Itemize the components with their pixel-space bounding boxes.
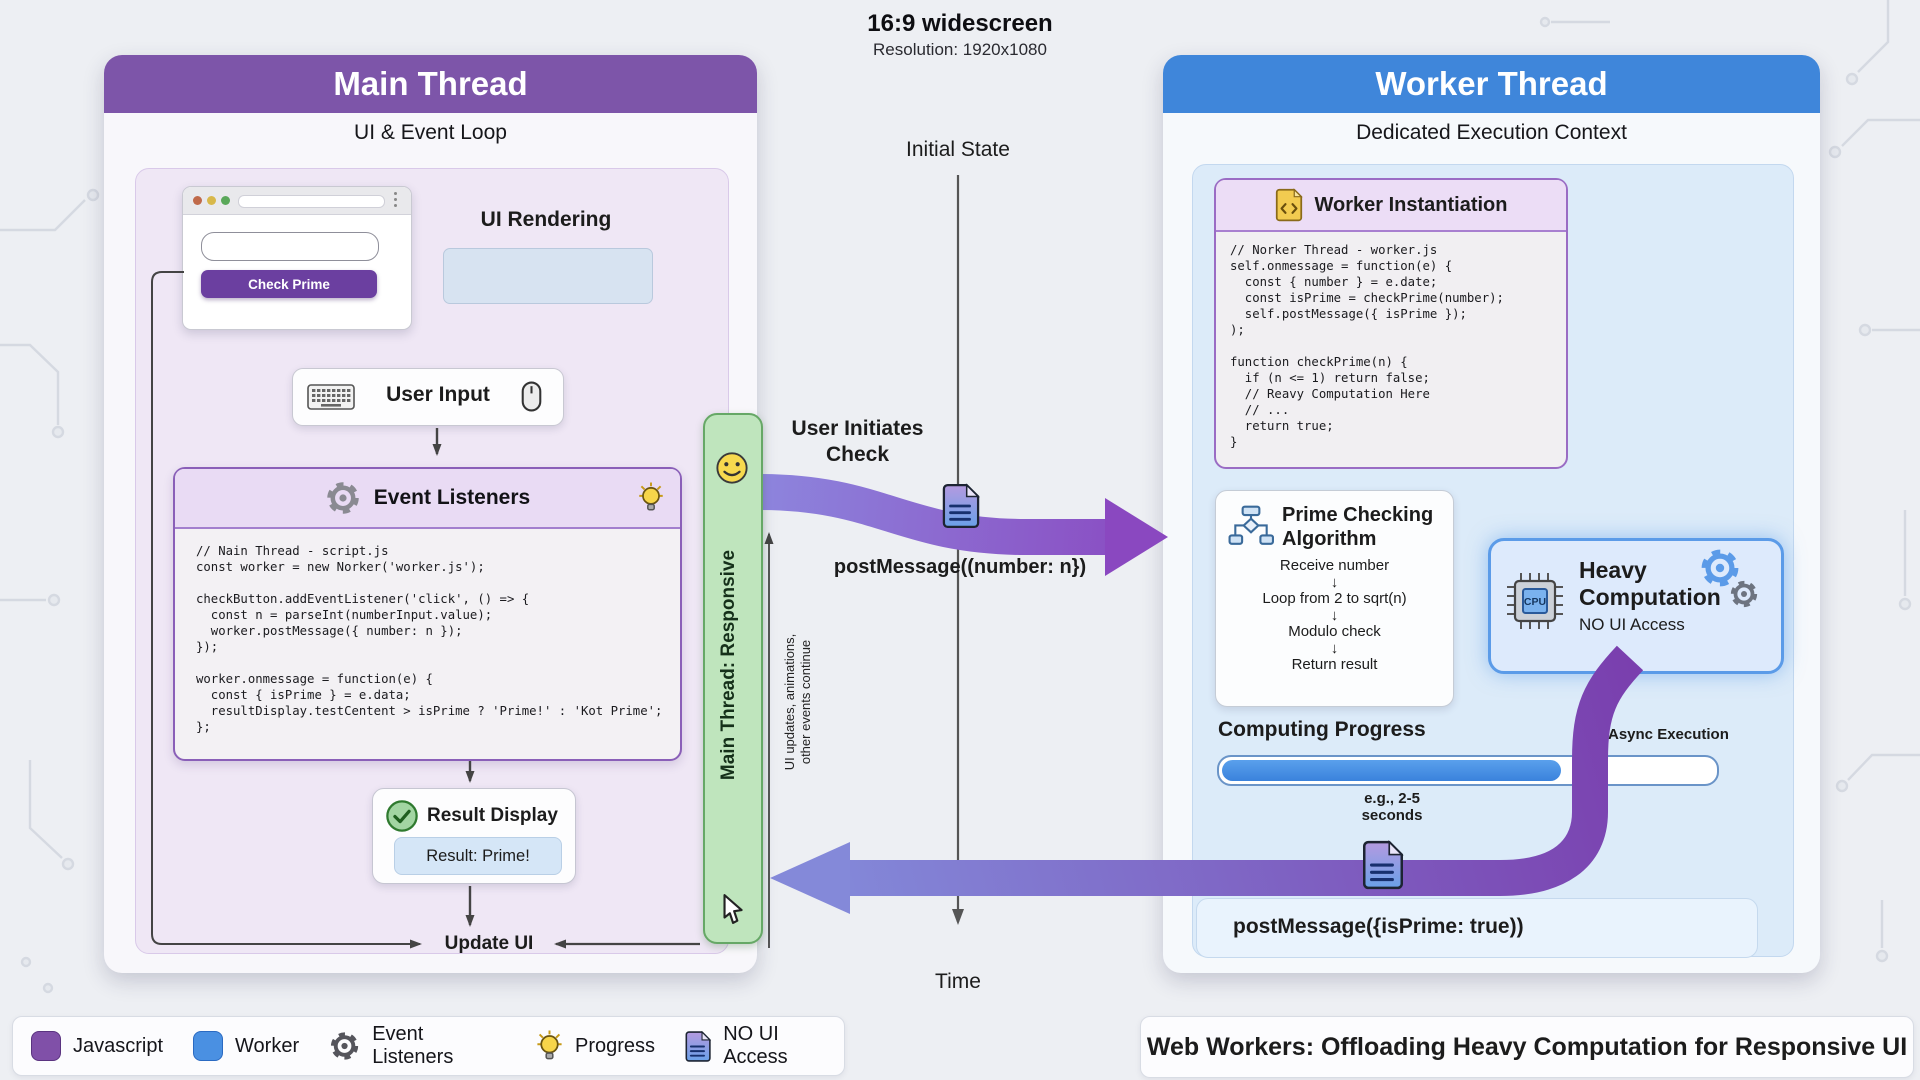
lightbulb-icon [536, 1030, 563, 1063]
step-arrow-icon: ↓ [1330, 607, 1339, 624]
legend-label: Event Listeners [372, 1023, 454, 1068]
postmessage-forward-label: postMessage((number: n}) [833, 556, 1087, 578]
step-arrow-icon: ↓ [1330, 640, 1339, 657]
traffic-light-red [193, 196, 202, 205]
main-thread-subtitle: UI & Event Loop [354, 121, 507, 144]
legend-bar: Javascript Worker Event Listeners Progre… [12, 1016, 845, 1076]
check-circle-icon [386, 800, 418, 832]
heavy-computation-title-line1: Heavy [1579, 557, 1647, 583]
ui-rendering-placeholder [443, 248, 653, 304]
flowchart-icon [1228, 505, 1274, 545]
gear-icon [325, 480, 361, 516]
cursor-icon [723, 894, 743, 924]
result-value-bubble: Result: Prime! [394, 837, 562, 875]
computing-progress-title: Computing Progress [1218, 718, 1426, 741]
user-initiates-label-line1: User Initiates [791, 417, 924, 440]
main-thread-responsive-bar [703, 413, 763, 944]
event-listeners-title: Event Listeners [373, 486, 531, 509]
footer-title: Web Workers: Offloading Heavy Computatio… [1146, 1032, 1908, 1061]
number-input-field [201, 232, 379, 261]
user-input-label: User Input [386, 383, 490, 406]
async-execution-label: Async Execution [1608, 726, 1729, 743]
worker-instantiation-header: Worker Instantiation [1216, 180, 1566, 232]
legend-label: Progress [574, 1034, 656, 1057]
result-display-title: Result Display [427, 805, 558, 826]
algorithm-step: Return result [1291, 656, 1378, 673]
legend-item-javascript: Javascript [31, 1031, 163, 1061]
lightbulb-icon [638, 482, 664, 514]
legend-label: Javascript [73, 1034, 164, 1057]
worker-thread-header: Worker Thread [1163, 55, 1820, 113]
format-subtitle: Resolution: 1920x1080 [873, 40, 1047, 59]
result-display-box: Result Display Result: Prime! [372, 788, 576, 884]
legend-item-progress: Progress [536, 1030, 655, 1063]
worker-instantiation-box: Worker Instantiation // Norker Thread - … [1214, 178, 1568, 469]
traffic-light-yellow [207, 196, 216, 205]
legend-item-no-ui-access: NO UI Access [685, 1023, 844, 1069]
format-title: 16:9 widescreen [867, 10, 1053, 37]
heavy-computation-title-line2: Computation [1579, 584, 1721, 610]
main-thread-title: Main Thread [333, 65, 528, 102]
algorithm-title-line1: Prime Checking [1282, 504, 1434, 526]
keyboard-icon [307, 384, 355, 410]
progress-bar-fill [1222, 760, 1561, 781]
no-ui-access-label: NO UI Access [1579, 615, 1685, 634]
cpu-label: CPU [1524, 596, 1546, 608]
duration-label: e.g., 2-5 seconds [1361, 790, 1423, 824]
legend-label: Worker [235, 1034, 300, 1057]
side-note-line2: other events continue [797, 639, 813, 765]
smiley-icon [716, 452, 748, 484]
javascript-swatch [31, 1031, 61, 1061]
worker-code: // Norker Thread - worker.js self.onmess… [1230, 243, 1504, 449]
algorithm-step: Modulo check [1288, 623, 1381, 640]
step-arrow-icon: ↓ [1330, 574, 1339, 591]
legend-item-worker: Worker [193, 1031, 299, 1061]
gear-icon [329, 1030, 360, 1062]
legend-label: NO UI Access [723, 1023, 788, 1068]
legend-item-event-listeners: Event Listeners [329, 1023, 506, 1069]
responsive-bar-label: Main Thread: Responsive [718, 549, 739, 781]
address-bar [238, 195, 385, 208]
message-document-icon [1362, 840, 1404, 890]
user-input-box: User Input [292, 368, 564, 426]
algorithm-step: Receive number [1279, 557, 1390, 574]
user-initiates-label-line2: Check [825, 443, 890, 466]
algorithm-title-line2: Algorithm [1282, 528, 1377, 550]
return-message-box: postMessage({isPrime: true)) [1196, 898, 1758, 958]
ui-rendering-label: UI Rendering [480, 208, 612, 231]
browser-menu-icon [394, 192, 397, 195]
event-listeners-header: Event Listeners [175, 469, 680, 529]
browser-titlebar [183, 187, 411, 215]
heavy-computation-box: CPU Heavy Computation NO UI Access [1488, 538, 1784, 674]
prime-algorithm-box: Prime Checking Algorithm Receive number … [1215, 490, 1454, 707]
traffic-light-green [221, 196, 230, 205]
main-thread-code: // Nain Thread - script.js const worker … [196, 544, 663, 734]
time-label: Time [935, 970, 981, 993]
document-icon [685, 1030, 711, 1063]
event-listeners-box: Event Listeners // Nain Thread - script.… [173, 467, 682, 761]
update-ui-label: Update UI [444, 933, 534, 954]
initial-state-label: Initial State [906, 138, 1010, 161]
browser-mockup: Check Prime [182, 186, 412, 330]
algorithm-step: Loop from 2 to sqrt(n) [1262, 590, 1407, 607]
worker-thread-subtitle: Dedicated Execution Context [1356, 121, 1627, 144]
mouse-icon [521, 381, 542, 412]
worker-instantiation-title: Worker Instantiation [1314, 193, 1508, 216]
side-note-line1: UI updates, animations, [782, 633, 797, 771]
worker-swatch [193, 1031, 224, 1061]
cpu-icon: CPU [1507, 573, 1563, 629]
message-document-icon [942, 483, 980, 529]
check-prime-button: Check Prime [201, 270, 377, 298]
main-thread-header: Main Thread [104, 55, 757, 113]
postmessage-return-label: postMessage({isPrime: true)) [1233, 915, 1524, 938]
gear-small-icon [1729, 579, 1759, 609]
worker-thread-title: Worker Thread [1375, 65, 1608, 102]
footer-title-bar: Web Workers: Offloading Heavy Computatio… [1140, 1016, 1914, 1078]
progress-bar-track [1217, 755, 1719, 786]
code-file-icon [1275, 188, 1303, 222]
